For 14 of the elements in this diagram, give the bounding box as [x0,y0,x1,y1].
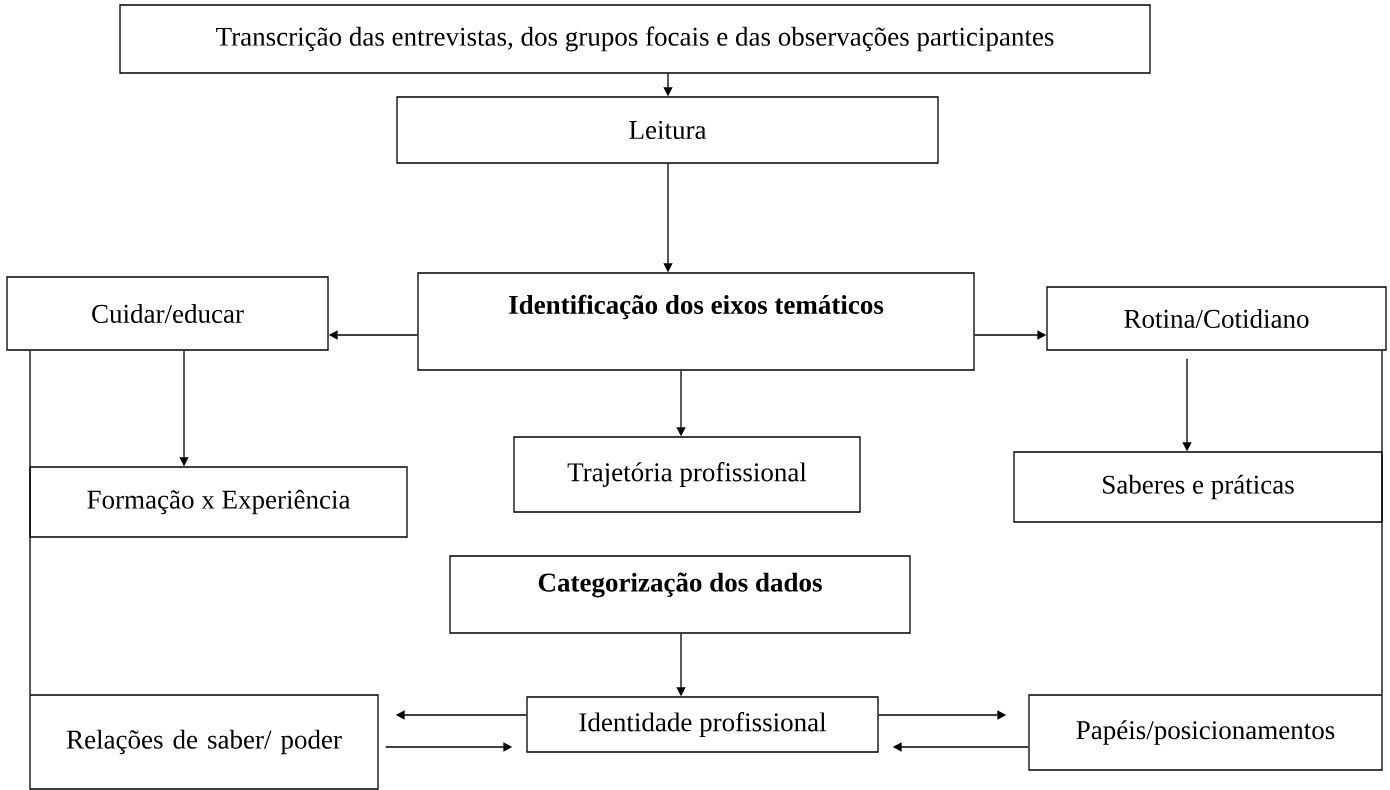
connector-line [29,350,31,695]
process-box: Rotina/Cotidiano [1046,286,1387,351]
process-box: Transcrição das entrevistas, dos grupos focais e das observações participantes [119,4,1151,74]
process-box: Identificação dos eixos temáticos [417,272,975,371]
process-box: Categorização dos dados [449,555,911,634]
process-box: Identidade profissional [526,696,879,753]
process-box: Leitura [396,96,939,164]
process-box: Saberes e práticas [1013,451,1383,523]
process-box: Trajetória profissional [513,436,861,513]
connector-line [1381,350,1383,695]
process-box: Formação x Experiência [29,466,408,538]
process-box: Papéis/posicionamentos [1028,694,1383,771]
process-box: Relações de saber/ poder [29,694,379,790]
process-box: Cuidar/educar [6,276,329,351]
